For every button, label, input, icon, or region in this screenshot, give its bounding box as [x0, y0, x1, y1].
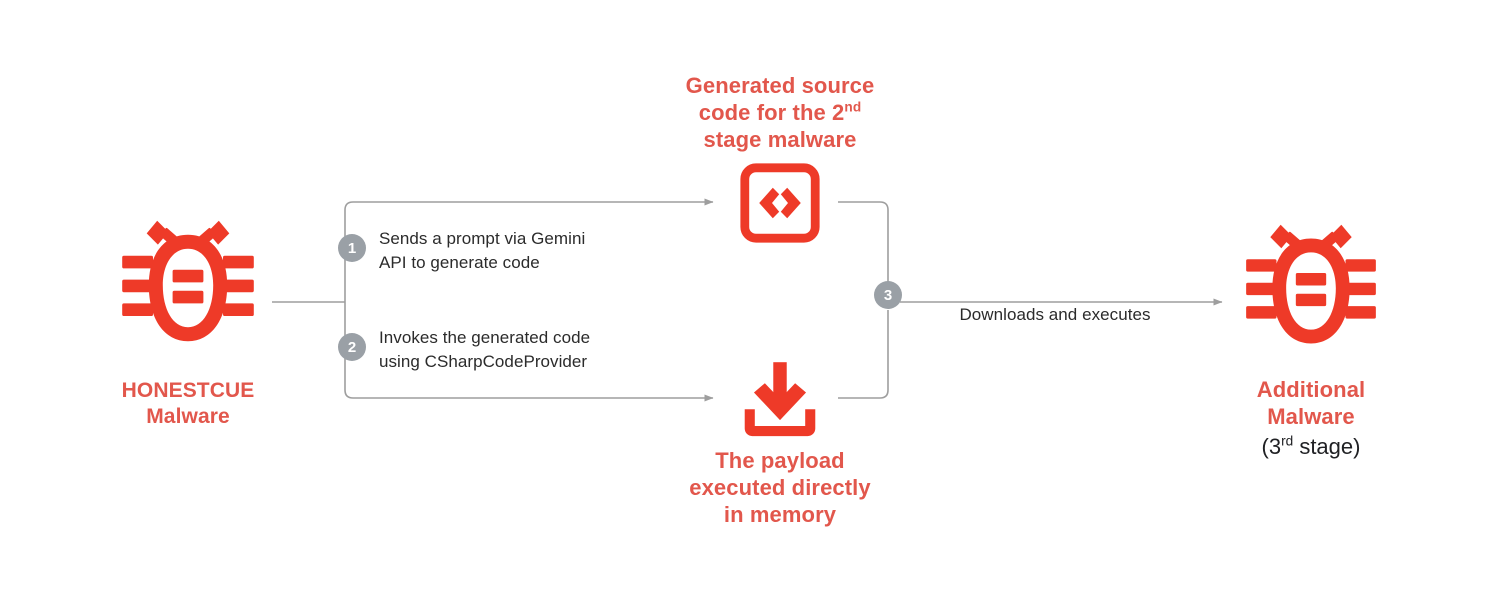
- step-1-text: Sends a prompt via Gemini API to generat…: [379, 229, 586, 273]
- step-3-label: Downloads and executes: [959, 305, 1151, 324]
- additional-malware-label: Additional Malware (3rd stage): [1191, 377, 1431, 460]
- source-malware-label-line1: HONESTCUE: [121, 379, 255, 402]
- step-3-number: 3: [883, 286, 893, 304]
- additional-malware-stage: (3rd stage): [1191, 433, 1431, 461]
- generated-code-ordinal-suffix: nd: [844, 99, 862, 115]
- source-malware-label-line2: Malware: [146, 404, 230, 428]
- generated-code-title: Generated source code for the 2nd stage …: [655, 73, 905, 153]
- generated-code-title-line3: stage malware: [703, 126, 857, 152]
- bug-icon: [122, 220, 254, 342]
- code-brackets-icon: [740, 163, 820, 243]
- step-2-number: 2: [347, 338, 357, 356]
- step-2-text: Invokes the generated code using CSharpC…: [379, 328, 591, 372]
- additional-malware-stage-ordinal: rd: [1281, 433, 1294, 449]
- step-1-number: 1: [347, 239, 357, 257]
- step-1-badge: 1: [338, 234, 366, 262]
- generated-code-title-line1: Generated source: [685, 73, 875, 98]
- wire-code-to-join: [838, 201, 889, 294]
- payload-caption-line3: in memory: [723, 501, 837, 527]
- additional-malware-label-line2: Malware: [1267, 403, 1355, 429]
- source-malware-label: HONESTCUE Malware: [78, 378, 298, 429]
- wire-payload-to-join: [838, 310, 889, 399]
- additional-malware-stage-pre: (3: [1261, 433, 1282, 459]
- step-2-badge: 2: [338, 333, 366, 361]
- bug-icon: [1246, 224, 1376, 344]
- generated-code-title-line2-text: code for the 2: [698, 99, 845, 125]
- additional-malware-label-line1: Additional: [1256, 377, 1366, 402]
- step-3-badge: 3: [874, 281, 902, 309]
- generated-code-title-line2: code for the 2nd: [655, 100, 905, 127]
- payload-caption-line1: The payload: [715, 448, 845, 473]
- additional-malware-icon-wrapper: [1242, 222, 1380, 360]
- payload-caption-line2: executed directly: [689, 474, 871, 500]
- payload-icon-wrapper: [738, 358, 822, 442]
- download-icon: [744, 362, 816, 437]
- generated-code-icon-wrapper: [740, 163, 820, 243]
- payload-caption: The payload executed directly in memory: [650, 448, 910, 528]
- additional-malware-stage-post: stage): [1293, 433, 1361, 459]
- source-malware-icon-wrapper: [118, 218, 258, 358]
